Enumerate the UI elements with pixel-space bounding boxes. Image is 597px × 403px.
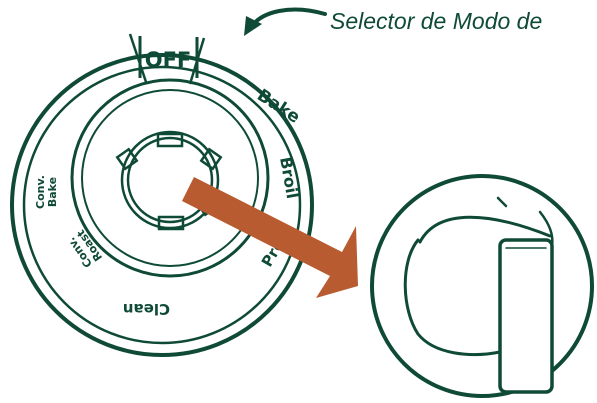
mode-dial: OFF Bake Broil Proof Clean Conv. Roast — [10, 33, 314, 357]
mode-label-clean: Clean — [123, 300, 170, 318]
mode-selector-caption: Selector de Modo de — [330, 8, 543, 34]
conv-bake-line2: Bake — [46, 177, 59, 207]
off-marker: OFF — [128, 33, 206, 85]
off-label: OFF — [145, 48, 192, 72]
direction-arrow-icon — [182, 177, 358, 298]
mode-label-conv-bake: Conv. Bake — [34, 175, 59, 209]
side-view-knob-icon — [370, 174, 594, 398]
curved-pointer-arrow-icon — [244, 7, 327, 36]
knob-inner-ring — [81, 89, 259, 267]
knob-outer-ring — [70, 78, 270, 278]
conv-bake-line1: Conv. — [34, 175, 47, 209]
dial-outer-rim — [10, 53, 314, 357]
dial-face-ring — [22, 65, 302, 345]
